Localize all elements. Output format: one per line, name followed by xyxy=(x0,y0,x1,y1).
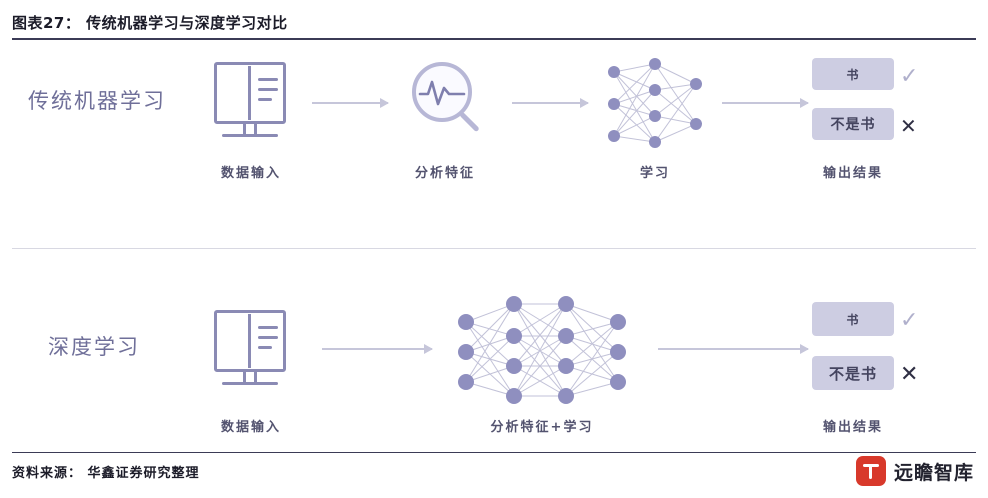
caption-output-2: 输出结果 xyxy=(822,420,883,435)
caption-learning: 学习 xyxy=(639,166,670,181)
divider-bottom xyxy=(12,452,976,453)
toutiao-logo-icon xyxy=(855,456,886,486)
output-box-label: 书 xyxy=(846,312,860,327)
output-box-label: 书 xyxy=(846,67,860,82)
divider-middle xyxy=(12,248,976,249)
row-deep-learning: 深度学习 数据输入 xyxy=(0,248,988,452)
output-box-label: 不是书 xyxy=(830,117,876,133)
deep-neural-network-icon xyxy=(452,290,632,415)
output-box-book-2: 书 xyxy=(812,302,894,336)
check-mark-2: ✓ xyxy=(900,308,919,333)
output-box-notbook-1: 不是书 xyxy=(812,108,894,140)
output-box-label: 不是书 xyxy=(828,364,877,383)
arrow-1-3 xyxy=(722,98,809,108)
cross-mark-2: ✕ xyxy=(900,362,919,387)
divider-top xyxy=(12,38,976,40)
arrow-2-1 xyxy=(322,344,433,354)
caption-data-input-2: 数据输入 xyxy=(220,420,281,435)
cross-mark-1: ✕ xyxy=(900,114,917,138)
arrow-1-2 xyxy=(512,98,589,108)
neural-network-icon xyxy=(600,52,710,161)
watermark-label: 远瞻智库 xyxy=(893,461,974,484)
waveform-icon xyxy=(418,80,466,106)
page-title: 图表27： 传统机器学习与深度学习对比 xyxy=(12,14,288,32)
source-note: 资料来源： 华鑫证券研究整理 xyxy=(12,466,200,481)
arrow-2-2 xyxy=(658,344,809,354)
caption-output-1: 输出结果 xyxy=(822,166,883,181)
caption-feature-analysis: 分析特征 xyxy=(414,166,475,181)
row-traditional-ml: 传统机器学习 数据输入 分析特征 xyxy=(0,0,988,248)
watermark: 远瞻智库 xyxy=(855,456,974,486)
output-box-notbook-2: 不是书 xyxy=(812,356,894,390)
caption-data-input-1: 数据输入 xyxy=(220,166,281,181)
output-box-book-1: 书 xyxy=(812,58,894,90)
caption-feature-and-learning: 分析特征+学习 xyxy=(490,420,594,435)
arrow-1-1 xyxy=(312,98,389,108)
row-label-traditional: 传统机器学习 xyxy=(28,89,166,113)
check-mark-1: ✓ xyxy=(900,64,919,89)
row-label-deep: 深度学习 xyxy=(48,335,140,359)
